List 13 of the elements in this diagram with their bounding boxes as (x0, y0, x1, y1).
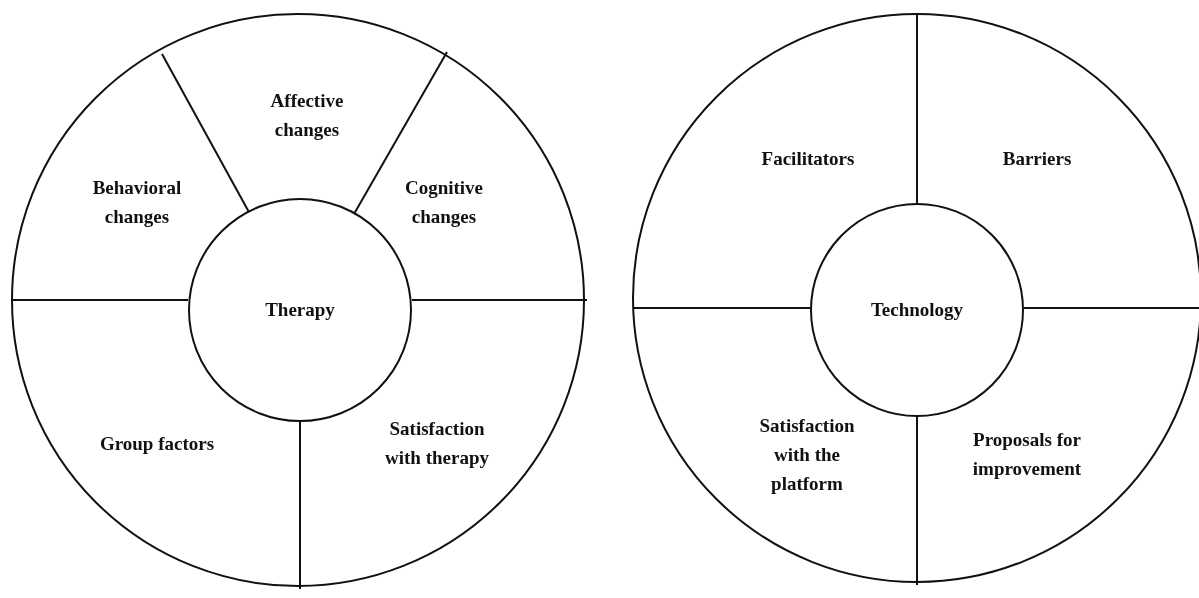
segment-label: Group factors (89, 428, 225, 458)
hub-label: Technology (870, 299, 964, 321)
segment-label: Barriers (969, 143, 1105, 173)
wheel-circle (11, 13, 585, 587)
segment-label: Affective changes (239, 86, 375, 144)
wheel-circle (632, 13, 1199, 583)
segment-label: Behavioral changes (69, 173, 205, 231)
segment-label: Facilitators (740, 143, 876, 173)
segment-label: Satisfaction with the platform (739, 410, 875, 498)
segment-label: Proposals for improvement (959, 425, 1095, 483)
segment-label: Cognitive changes (376, 173, 512, 231)
segment-label: Satisfaction with therapy (369, 414, 505, 472)
hub-label: Therapy (265, 299, 335, 321)
